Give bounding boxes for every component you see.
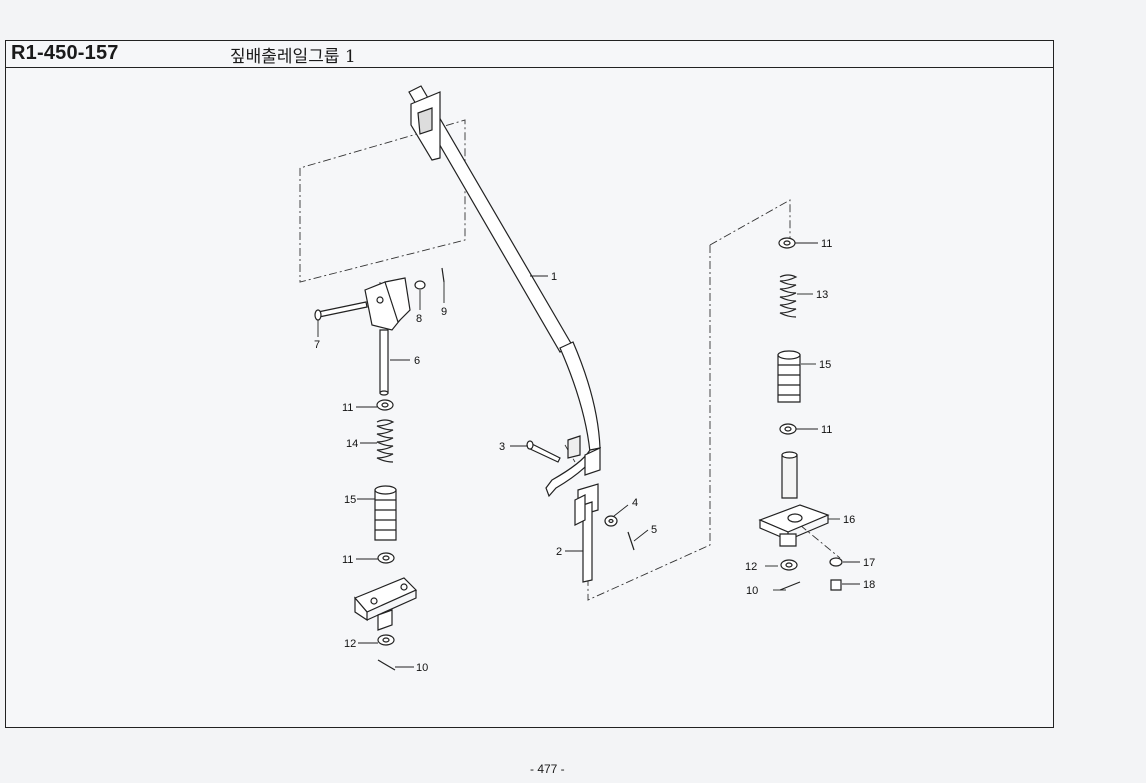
right-spring-stack xyxy=(758,237,843,591)
callout-11-right-top: 11 xyxy=(821,238,832,250)
callout-3: 3 xyxy=(499,441,505,453)
callout-11-left-bottom: 11 xyxy=(342,554,353,566)
callout-12-left: 12 xyxy=(344,638,356,650)
page-number: - 477 - xyxy=(530,762,565,776)
part-8-washer xyxy=(414,280,426,290)
part-code: R1-450-157 xyxy=(11,42,119,64)
callout-7: 7 xyxy=(314,339,320,351)
callout-17: 17 xyxy=(863,557,875,569)
part-9-cotter-pin xyxy=(441,267,445,283)
callout-14: 14 xyxy=(346,438,358,450)
callout-6: 6 xyxy=(414,355,420,367)
callout-11-right-bottom: 11 xyxy=(821,424,832,436)
parts-diagram-frame: R1-450-157 짚배출레일그룹 1 xyxy=(5,40,1054,728)
part-1-rail xyxy=(408,85,602,498)
part-5-cotter-pin xyxy=(627,531,635,551)
callout-10-right: 10 xyxy=(746,585,758,597)
callout-12-right: 12 xyxy=(745,561,757,573)
leader-lines xyxy=(317,242,860,668)
part-7-bolt xyxy=(314,301,368,321)
callout-4: 4 xyxy=(632,497,638,509)
header-row: R1-450-157 짚배출레일그룹 1 xyxy=(6,41,1053,68)
left-spring-stack xyxy=(354,399,418,671)
callout-15-left: 15 xyxy=(344,494,356,506)
group-title: 짚배출레일그룹 1 xyxy=(230,47,356,67)
callout-numbers: 1 2 3 4 5 6 7 8 9 10 10 11 11 11 11 12 1… xyxy=(314,238,875,674)
callout-10-left: 10 xyxy=(416,662,428,674)
callout-11-left-top: 11 xyxy=(342,402,353,414)
part-2-rod-bracket xyxy=(567,435,599,583)
callout-5: 5 xyxy=(651,524,657,536)
callout-15-right: 15 xyxy=(819,359,831,371)
part-6-clevis-rod xyxy=(364,277,411,396)
callout-16: 16 xyxy=(843,514,855,526)
callout-1: 1 xyxy=(551,271,557,283)
callout-9: 9 xyxy=(441,306,447,318)
callout-8: 8 xyxy=(416,313,422,325)
callout-18: 18 xyxy=(863,579,875,591)
callout-13: 13 xyxy=(816,289,828,301)
part-4-washer xyxy=(604,515,618,527)
part-3-pin xyxy=(526,440,561,463)
callout-2: 2 xyxy=(556,546,562,558)
